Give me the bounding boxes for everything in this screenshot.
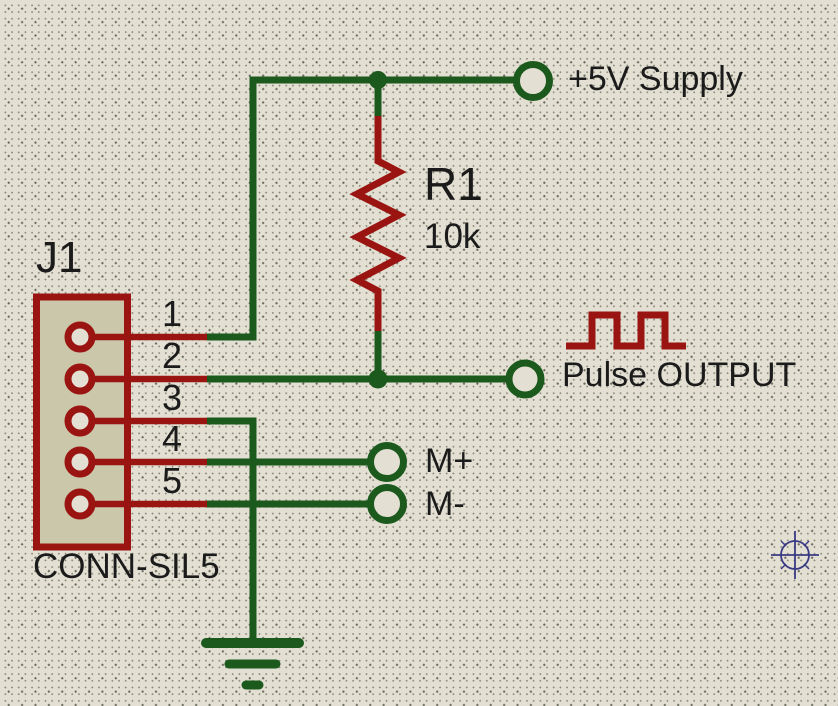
pin-number-4: 4	[161, 418, 183, 459]
origin-marker-icon	[771, 531, 819, 579]
connector-pin-circle-3[interactable]	[64, 405, 96, 437]
m-plus-label: M+	[425, 442, 474, 480]
wire-pin3-to-ground[interactable]	[207, 417, 257, 643]
pin-number-5: 5	[161, 460, 183, 501]
connector-pin-circle-4[interactable]	[64, 446, 96, 478]
pin-number-2: 2	[161, 335, 183, 376]
terminal-m-plus[interactable]	[367, 442, 407, 482]
junction-dot-top	[369, 71, 387, 89]
terminal-m-minus[interactable]	[367, 484, 407, 524]
connector-value-label: CONN-SIL5	[33, 547, 220, 586]
resistor-ref-label: R1	[424, 158, 483, 210]
resistor-value-label: 10k	[424, 217, 481, 256]
connector-ref-label: J1	[36, 233, 83, 282]
m-minus-label: M-	[425, 485, 465, 523]
ground-symbol[interactable]	[201, 638, 304, 690]
pulse-output-label: Pulse OUTPUT	[562, 356, 797, 394]
pulse-waveform-icon	[566, 311, 686, 350]
terminal-supply[interactable]	[513, 61, 553, 101]
resistor-symbol[interactable]	[349, 116, 407, 331]
pin-number-1: 1	[161, 293, 183, 334]
connector-pin-circle-2[interactable]	[64, 363, 96, 395]
pin-number-3: 3	[161, 377, 183, 418]
junction-dot-output	[368, 369, 388, 389]
connector-pin-circle-1[interactable]	[64, 321, 96, 353]
supply-terminal-label: +5V Supply	[568, 60, 743, 98]
terminal-pulse-output[interactable]	[505, 359, 545, 399]
connector-body[interactable]	[33, 293, 208, 551]
connector-pin-circle-5[interactable]	[64, 488, 96, 520]
